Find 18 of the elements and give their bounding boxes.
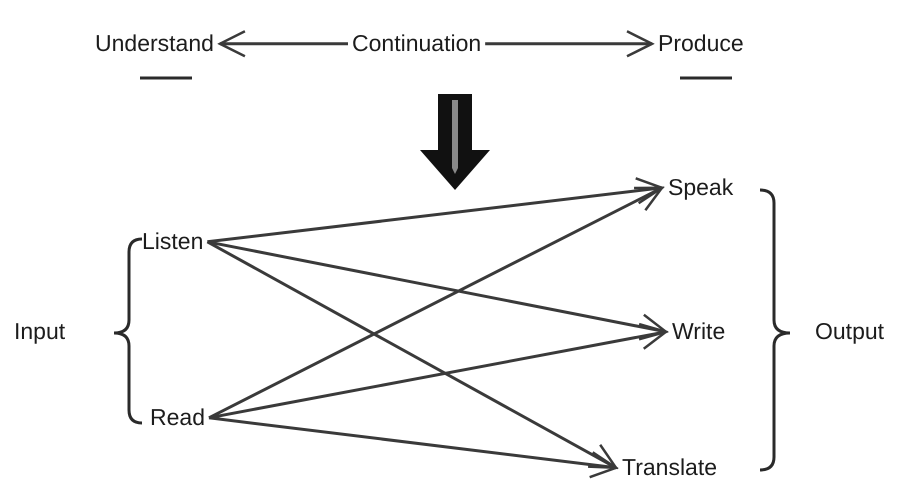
node-label: Produce [658,30,744,58]
node-label: Read [150,404,205,432]
node-label: Speak [668,174,734,202]
arrow [485,30,654,58]
arrow [207,240,668,340]
arrow [208,322,668,420]
node-label: Listen [142,228,204,256]
node-label: Output [815,318,884,346]
node-label: Understand [95,30,214,58]
arrow [206,240,618,470]
arrow [208,416,618,478]
node-label: Write [672,318,726,346]
arrow [207,177,664,244]
arrow [218,30,348,58]
arrow [208,186,664,420]
node-label: Translate [622,454,718,482]
node-label: Continuation [352,30,482,58]
node-label: Input [14,318,66,346]
